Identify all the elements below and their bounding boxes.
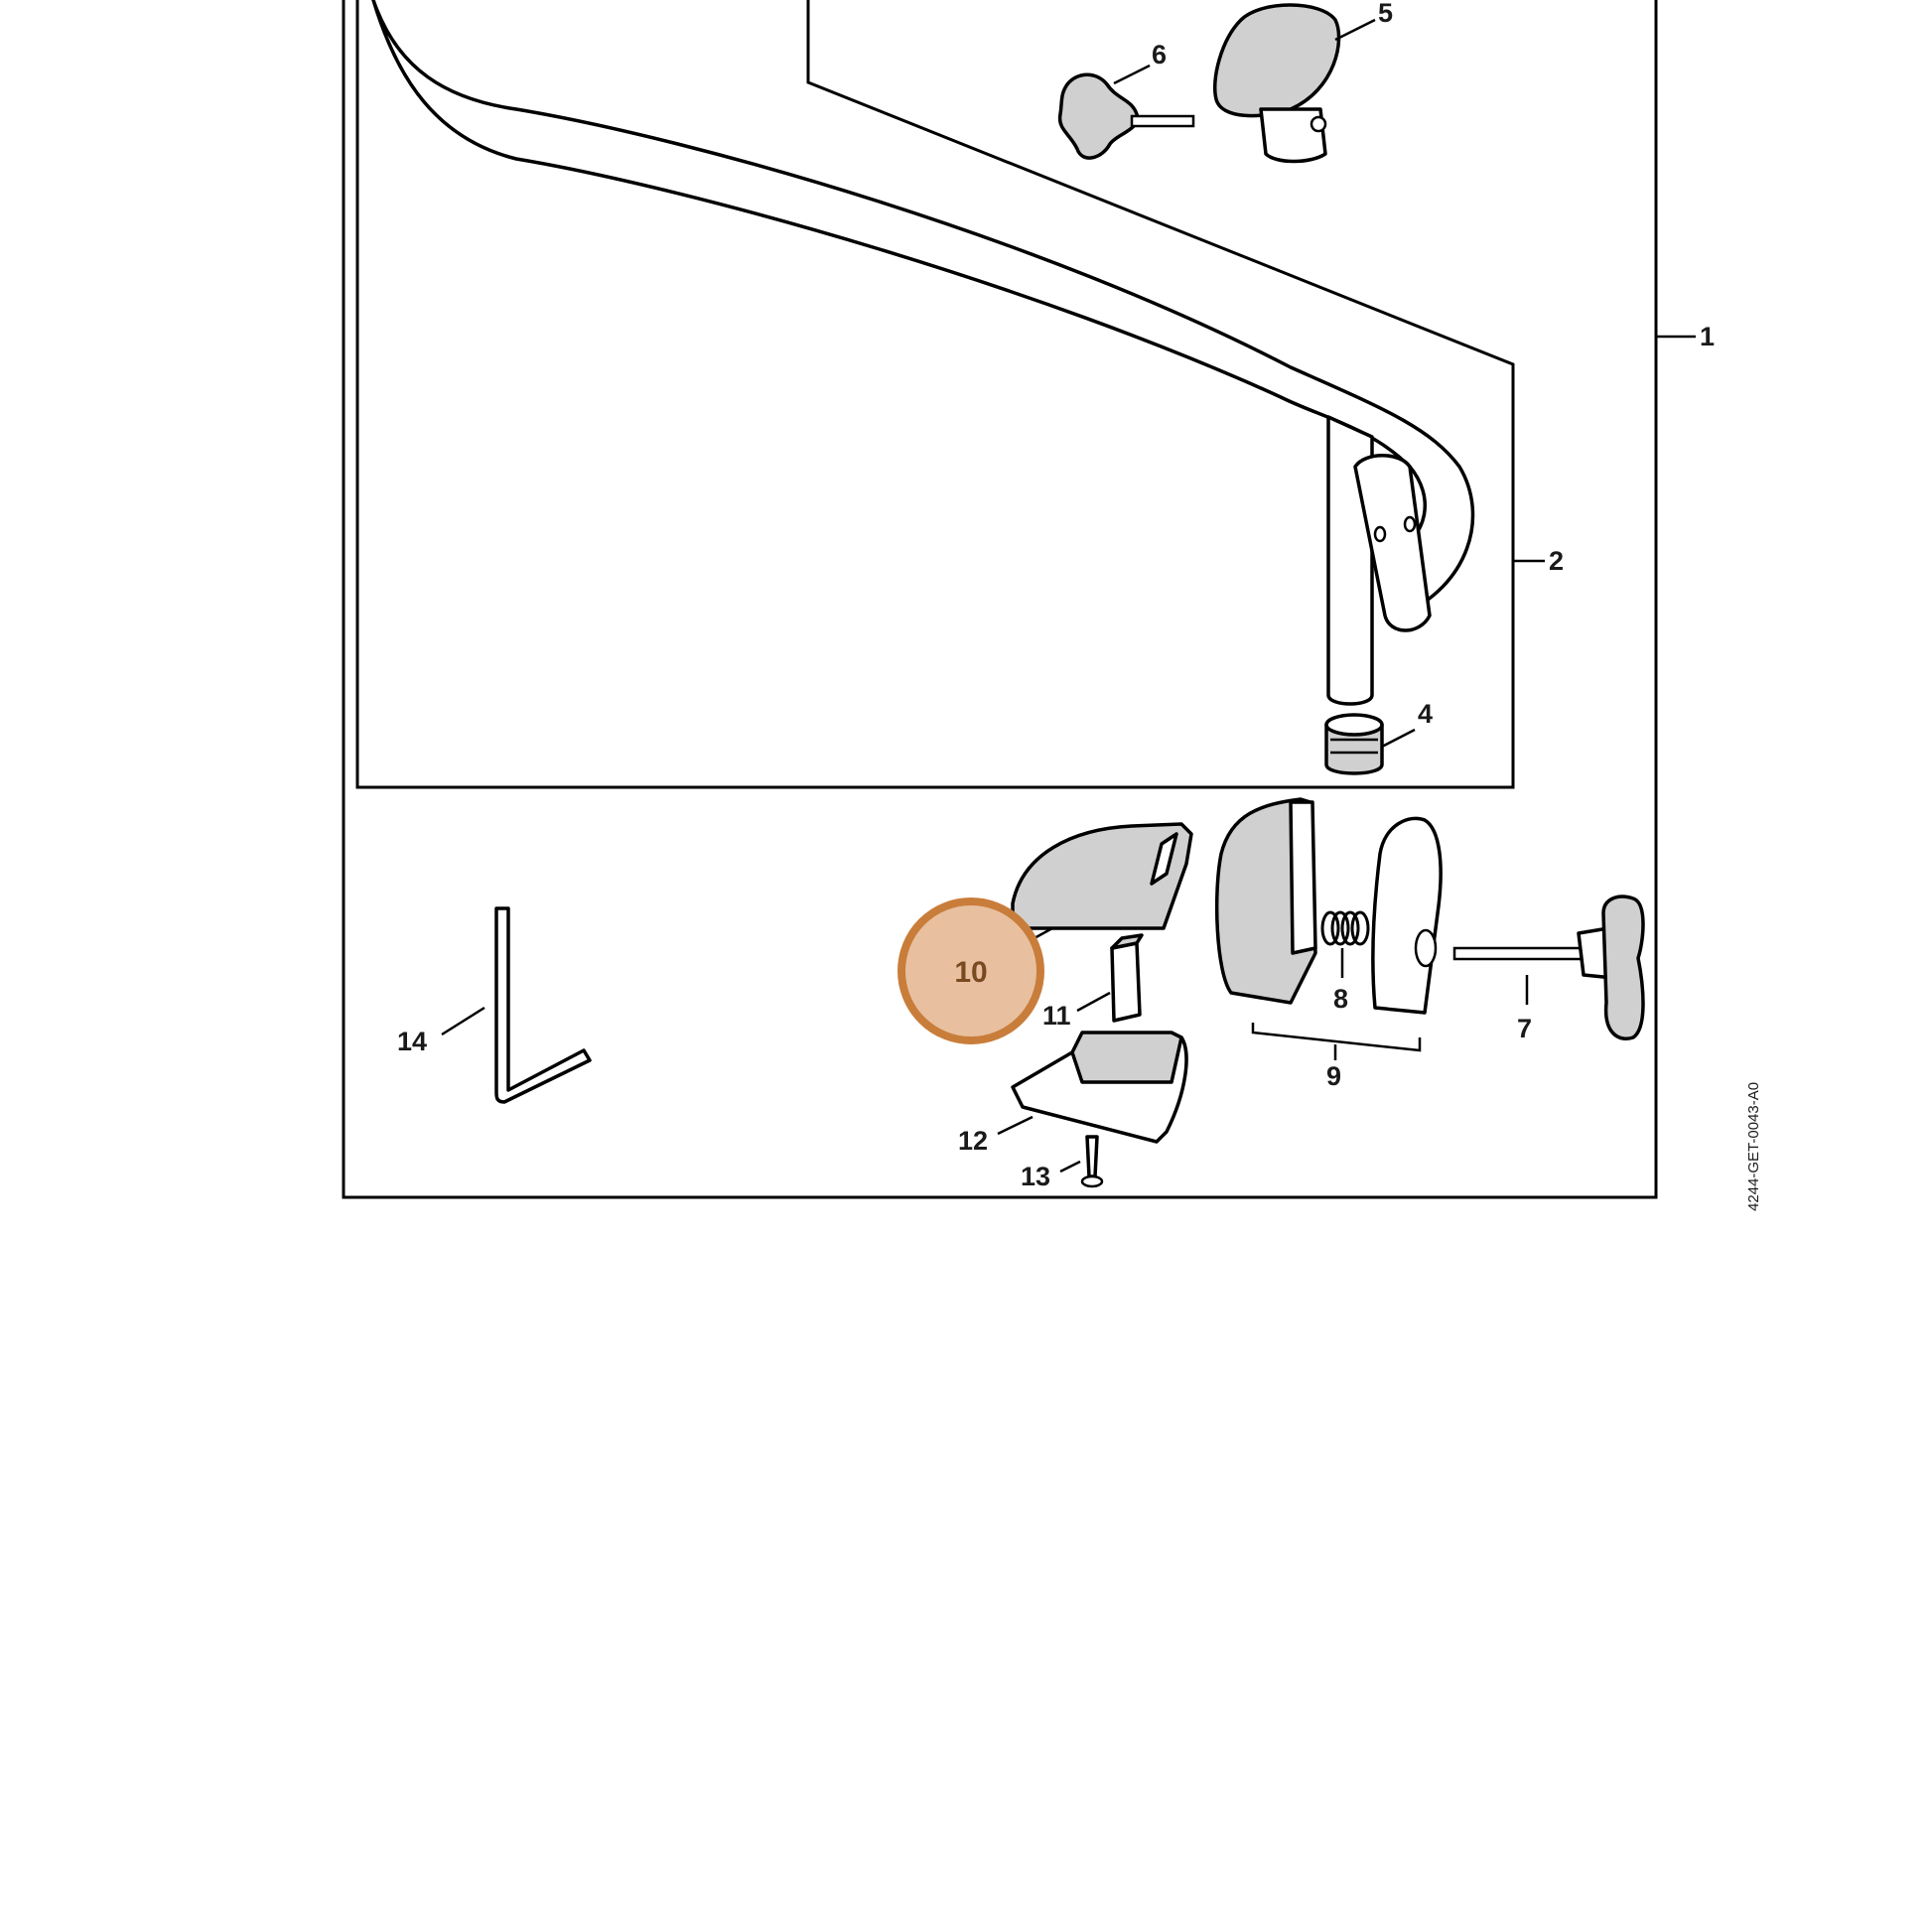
clamp-holder-part bbox=[1213, 3, 1376, 164]
outer-frame bbox=[342, 0, 1696, 1199]
lower-cover-part bbox=[997, 1031, 1188, 1144]
insert-part bbox=[1076, 933, 1144, 1023]
spring-part bbox=[1320, 910, 1370, 978]
callout-label-11: 11 bbox=[1042, 1001, 1071, 1031]
document-reference: 4244-GET-0043-A0 bbox=[1745, 1082, 1762, 1211]
callout-label-5: 5 bbox=[1378, 0, 1393, 28]
clamp-assembly-part bbox=[1214, 797, 1443, 1060]
star-knob-part bbox=[1057, 64, 1195, 160]
hex-key-part bbox=[441, 906, 592, 1104]
callout-label-9: 9 bbox=[1326, 1061, 1341, 1091]
callout-label-6: 6 bbox=[1152, 40, 1167, 69]
callout-label-4: 4 bbox=[1418, 699, 1433, 729]
callout-label-12: 12 bbox=[958, 1126, 988, 1156]
highlight-marker[interactable]: 10 bbox=[897, 897, 1044, 1044]
callout-label-8: 8 bbox=[1333, 984, 1348, 1014]
callout-label-2: 2 bbox=[1549, 546, 1564, 576]
wing-knob-part bbox=[1452, 895, 1645, 1040]
inner-frame bbox=[355, 0, 1545, 789]
screw-part bbox=[1059, 1135, 1104, 1188]
callout-label-10: 10 bbox=[954, 956, 987, 989]
grommet-part bbox=[1324, 713, 1416, 775]
callout-label-13: 13 bbox=[1021, 1162, 1050, 1191]
callout-label-14: 14 bbox=[397, 1027, 427, 1056]
handle-bar bbox=[371, 0, 1475, 706]
callout-labels: 1 2 4 5 6 7 8 9 11 12 13 14 bbox=[397, 0, 1715, 1191]
callout-label-1: 1 bbox=[1700, 322, 1715, 351]
callout-label-7: 7 bbox=[1517, 1014, 1532, 1043]
highlight-circle[interactable] bbox=[897, 897, 1044, 1044]
